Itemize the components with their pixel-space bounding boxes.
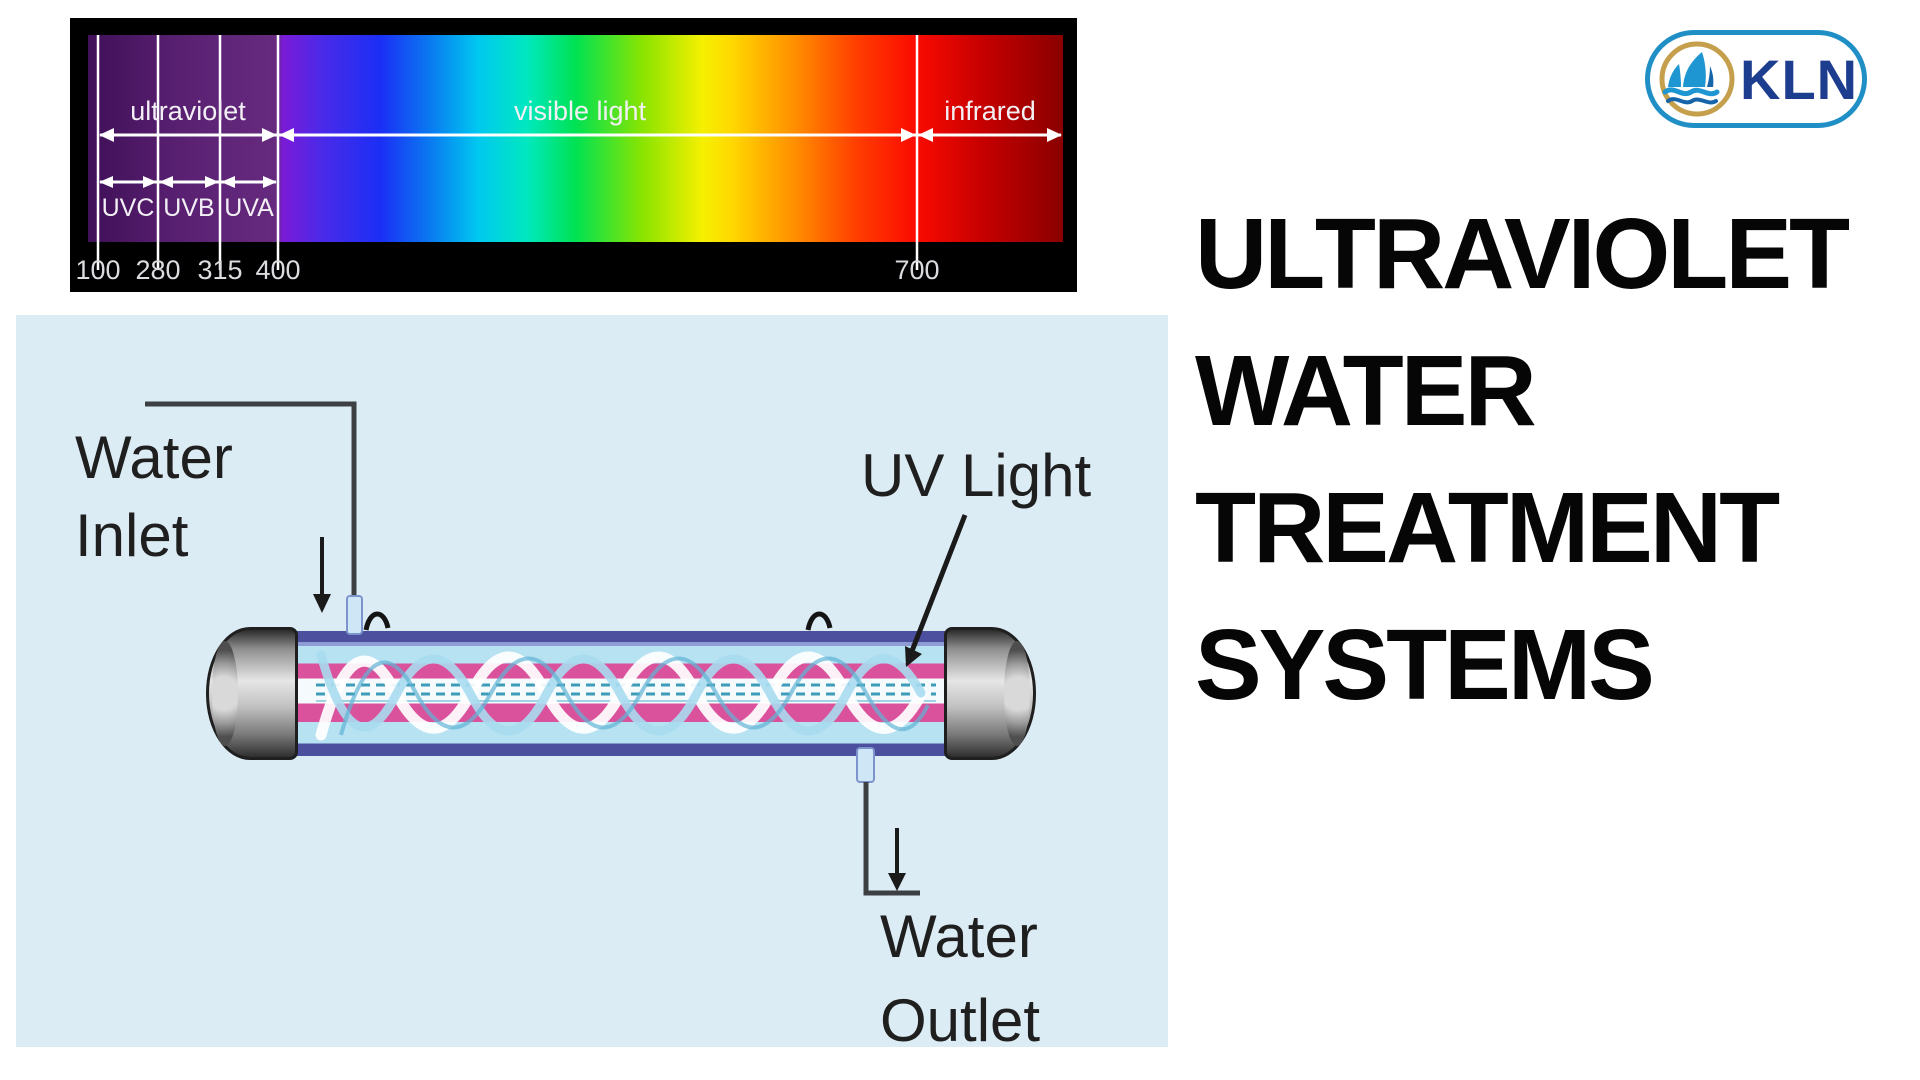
water-inlet-line2: Inlet: [75, 502, 189, 569]
water-inlet-label: Water Inlet: [75, 419, 233, 575]
uv-light-label: UV Light: [861, 442, 1092, 509]
tube-end-cap-right: [944, 627, 1036, 760]
band-label-uvc: UVC: [101, 194, 155, 222]
band-label-uvb: UVB: [163, 194, 215, 222]
tick-280: 280: [135, 255, 181, 285]
region-label-visible: visible light: [513, 96, 647, 126]
spectrum-lines: [96, 35, 1062, 270]
water-outlet-line1: Water: [880, 903, 1038, 970]
water-outlet-label: Water Outlet: [880, 895, 1040, 1063]
tick-100: 100: [75, 255, 121, 285]
region-label-ultraviolet: ultraviolet: [130, 96, 246, 126]
tick-700: 700: [894, 255, 940, 285]
diagram-lines: [145, 401, 968, 896]
em-spectrum-figure: ultraviolet visible light infrared UVC U…: [70, 18, 1077, 292]
uv-system-diagram: Water Inlet UV Light Water Outlet: [16, 315, 1168, 1054]
title-line-1: ULTRAVIOLET: [1195, 198, 1850, 310]
kln-logo-text: KLN: [1740, 47, 1859, 111]
region-label-infrared: infrared: [944, 96, 1036, 126]
tick-400: 400: [255, 255, 301, 285]
page-title: ULTRAVIOLET WATER TREATMENT SYSTEMS: [1195, 186, 1850, 734]
kln-ship-icon: [1658, 40, 1736, 118]
spectrum-gradient: [88, 35, 1063, 242]
title-line-3: TREATMENT: [1195, 472, 1780, 584]
water-outlet-line2: Outlet: [880, 987, 1041, 1054]
title-line-4: SYSTEMS: [1195, 609, 1655, 721]
band-label-uva: UVA: [224, 194, 274, 222]
tube-end-cap-left: [206, 627, 298, 760]
kln-logo: KLN: [1645, 30, 1867, 128]
tick-315: 315: [197, 255, 243, 285]
water-inlet-line1: Water: [75, 424, 233, 491]
title-line-2: WATER: [1195, 335, 1537, 447]
